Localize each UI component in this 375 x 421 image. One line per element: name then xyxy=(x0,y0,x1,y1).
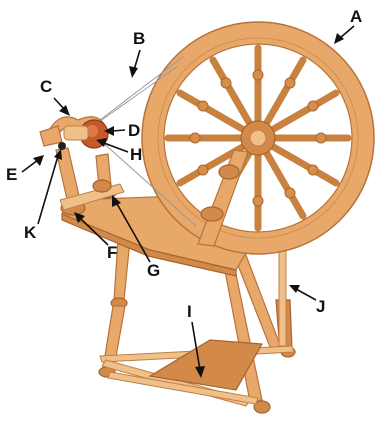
callout-E: E xyxy=(6,155,44,184)
spinning-wheel-illustration xyxy=(40,22,374,413)
flyer-assembly xyxy=(40,117,108,150)
label-K: K xyxy=(24,223,37,242)
callout-D: D xyxy=(104,121,140,140)
label-D: D xyxy=(128,121,140,140)
label-A: A xyxy=(350,7,362,26)
tension-knob xyxy=(93,180,111,192)
callout-B: B xyxy=(129,29,145,78)
drive-wheel xyxy=(142,22,374,254)
flyer-bearing xyxy=(58,142,66,150)
label-B: B xyxy=(133,29,145,48)
callout-J: J xyxy=(289,285,325,316)
callout-K: K xyxy=(24,149,62,242)
label-J: J xyxy=(316,297,325,316)
bobbin xyxy=(64,126,88,140)
label-H: H xyxy=(130,145,142,164)
callout-C: C xyxy=(40,77,70,116)
orifice xyxy=(40,126,62,146)
label-F: F xyxy=(107,243,117,262)
label-I: I xyxy=(187,302,192,321)
callout-A: A xyxy=(334,7,362,44)
label-E: E xyxy=(6,165,17,184)
label-G: G xyxy=(147,261,160,280)
label-C: C xyxy=(40,77,52,96)
